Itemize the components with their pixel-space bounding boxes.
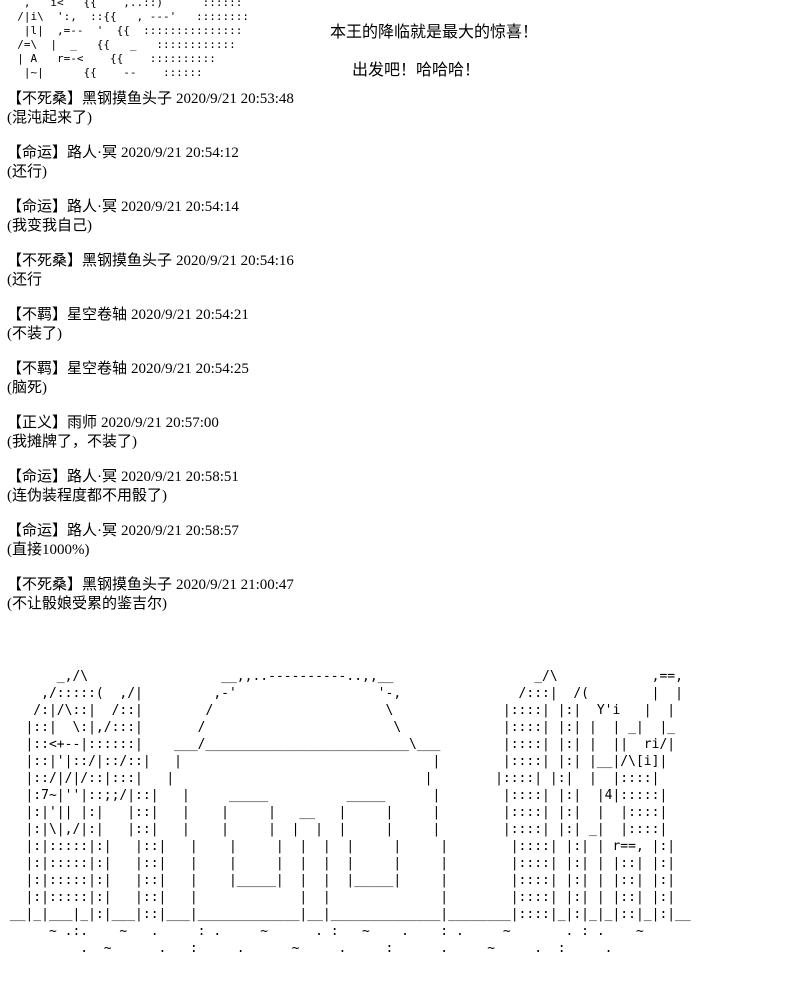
chat-entry-message: (不装了) xyxy=(7,326,62,342)
timestamp: 2020/9/21 20:54:14 xyxy=(121,199,239,215)
chat-entry-message: (脑死) xyxy=(7,380,47,396)
chat-entry-message: (还行 xyxy=(7,272,42,288)
timestamp: 2020/9/21 20:53:48 xyxy=(176,91,294,107)
speaker-name: 【命运】路人·冥 xyxy=(7,145,117,161)
dialogue-bubble: 本王的降临就是最大的惊喜！ 出发吧！哈哈哈！ xyxy=(330,14,538,90)
timestamp: 2020/9/21 20:54:25 xyxy=(131,361,249,377)
chat-entry-message: (连伪装程度都不用骰了) xyxy=(7,488,167,504)
chat-entry-message: (混沌起来了) xyxy=(7,110,92,126)
timestamp: 2020/9/21 20:54:16 xyxy=(176,253,294,269)
speaker-name: 【命运】路人·冥 xyxy=(7,469,117,485)
timestamp: 2020/9/21 20:58:57 xyxy=(121,523,239,539)
timestamp: 2020/9/21 20:54:12 xyxy=(121,145,239,161)
speaker-name: 【命运】路人·冥 xyxy=(7,199,117,215)
speaker-name: 【不死桑】黑钢摸鱼头子 xyxy=(7,91,173,107)
timestamp: 2020/9/21 21:00:47 xyxy=(176,577,294,593)
chat-entry-message: (不让骰娘受累的鉴吉尔) xyxy=(7,596,167,612)
speaker-name: 【不羁】星空卷轴 xyxy=(7,307,128,323)
ascii-art-bottom: _,/\ __,,..----------..,,__ _/\ ,==, ,/:… xyxy=(9,669,691,956)
dialogue-line-2: 出发吧！哈哈哈！ xyxy=(352,62,481,79)
speaker-name: 【不羁】星空卷轴 xyxy=(7,361,128,377)
timestamp: 2020/9/21 20:54:21 xyxy=(131,307,249,323)
speaker-name: 【命运】路人·冥 xyxy=(7,523,117,539)
ascii-art-top: , i< {{ ,..::) :::::: /|i\ ':, ::{{ , --… xyxy=(17,0,250,79)
chat-entry-message: (我摊牌了，不装了) xyxy=(7,434,137,450)
chat-entry-message: (我变我自己) xyxy=(7,218,92,234)
chat-entry-message: (还行) xyxy=(7,164,47,180)
chat-entry-message: (直接1000%) xyxy=(7,542,90,558)
speaker-name: 【不死桑】黑钢摸鱼头子 xyxy=(7,577,173,593)
timestamp: 2020/9/21 20:58:51 xyxy=(121,469,239,485)
speaker-name: 【不死桑】黑钢摸鱼头子 xyxy=(7,253,173,269)
speaker-name: 【正义】雨师 xyxy=(7,415,98,431)
dialogue-line-1: 本王的降临就是最大的惊喜！ xyxy=(330,24,539,41)
timestamp: 2020/9/21 20:57:00 xyxy=(101,415,219,431)
